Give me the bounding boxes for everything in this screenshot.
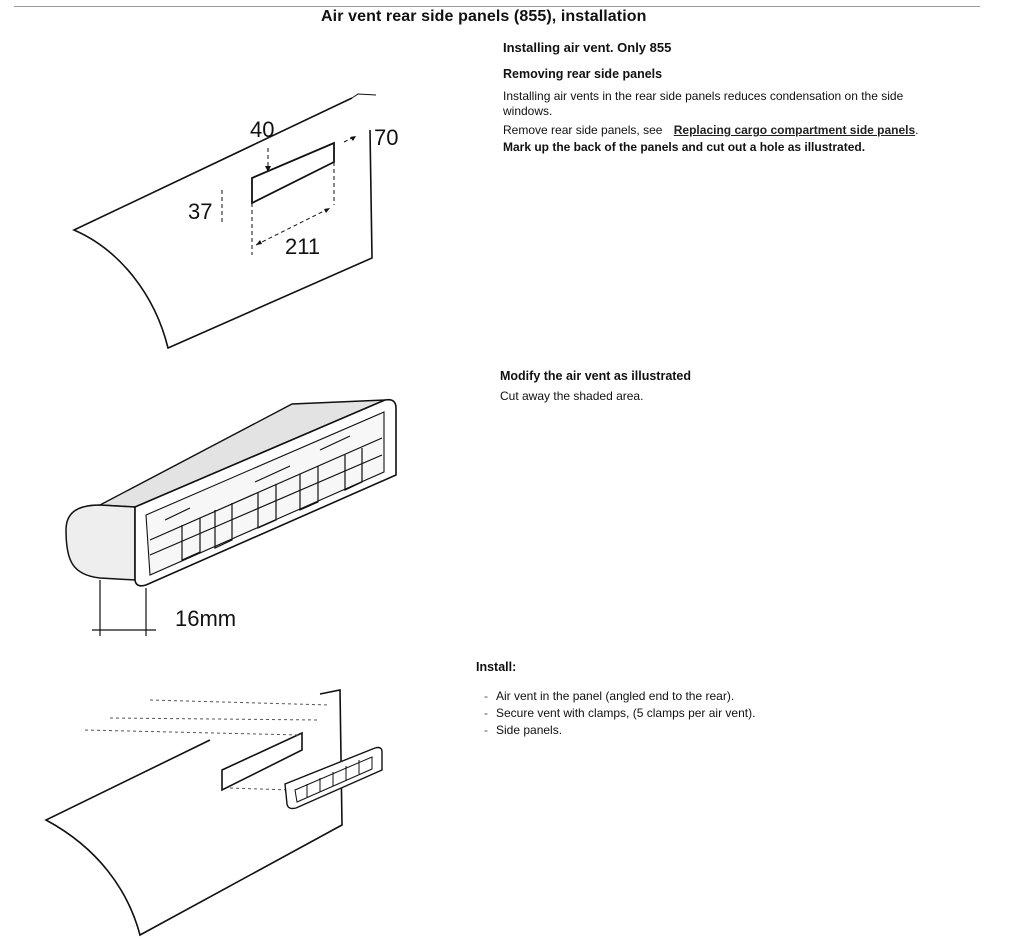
dim-label-211: 211 [285, 234, 320, 259]
dim-211-arrow-right [324, 208, 330, 213]
alignment-lines [84, 699, 331, 791]
panel3-cutout [221, 731, 303, 792]
install-steps-list: Air vent in the panel (angled end to the… [482, 688, 896, 739]
modify-heading: Modify the air vent as illustrated [500, 369, 692, 383]
panel3-outline [44, 689, 343, 937]
panel-corner-detail [351, 93, 377, 99]
mark-up-instruction: Mark up the back of the panels and cut o… [503, 140, 866, 154]
install-step-2: Secure vent with clamps, (5 clamps per a… [482, 705, 896, 722]
dim-label-40: 40 [250, 117, 274, 142]
dim-70-arrow [350, 136, 356, 141]
vent-installed [284, 746, 383, 810]
section-heading: Installing air vent. Only 855 [503, 40, 672, 55]
top-rule [14, 6, 980, 7]
install-heading: Install: [476, 660, 517, 674]
section-installing-air-vent: Installing air vent. Only 855 Removing r… [503, 40, 963, 155]
install-step-1: Air vent in the panel (angled end to the… [482, 688, 896, 705]
dim-label-37: 37 [188, 199, 212, 224]
section-subheading: Removing rear side panels [503, 67, 663, 81]
dim-label-70: 70 [374, 125, 398, 150]
section-modify-vent: Modify the air vent as illustrated Cut a… [500, 369, 900, 404]
install-step-3: Side panels. [482, 722, 896, 739]
dim-211-arrow-left [256, 240, 262, 245]
replacing-panels-link[interactable]: Replacing cargo compartment side panels [673, 123, 916, 137]
modify-text: Cut away the shaded area. [500, 389, 644, 403]
vent-louvres [149, 435, 383, 561]
dim-label-16mm: 16mm [175, 606, 236, 631]
page-title: Air vent rear side panels (855), install… [321, 8, 647, 25]
remove-panels-suffix: . [915, 123, 919, 137]
remove-panels-prefix: Remove rear side panels, see [503, 123, 663, 137]
vent-body-side [65, 504, 136, 581]
intro-paragraph: Installing air vents in the rear side pa… [503, 89, 904, 118]
vent-inner-frame [145, 411, 385, 576]
dim-70-line [343, 135, 357, 143]
remove-panels-paragraph: Remove rear side panels, see Replacing c… [503, 123, 953, 138]
panel-outline [72, 97, 373, 350]
section-install: Install: Air vent in the panel (angled e… [476, 660, 896, 739]
dim-40-arrow [265, 166, 271, 172]
